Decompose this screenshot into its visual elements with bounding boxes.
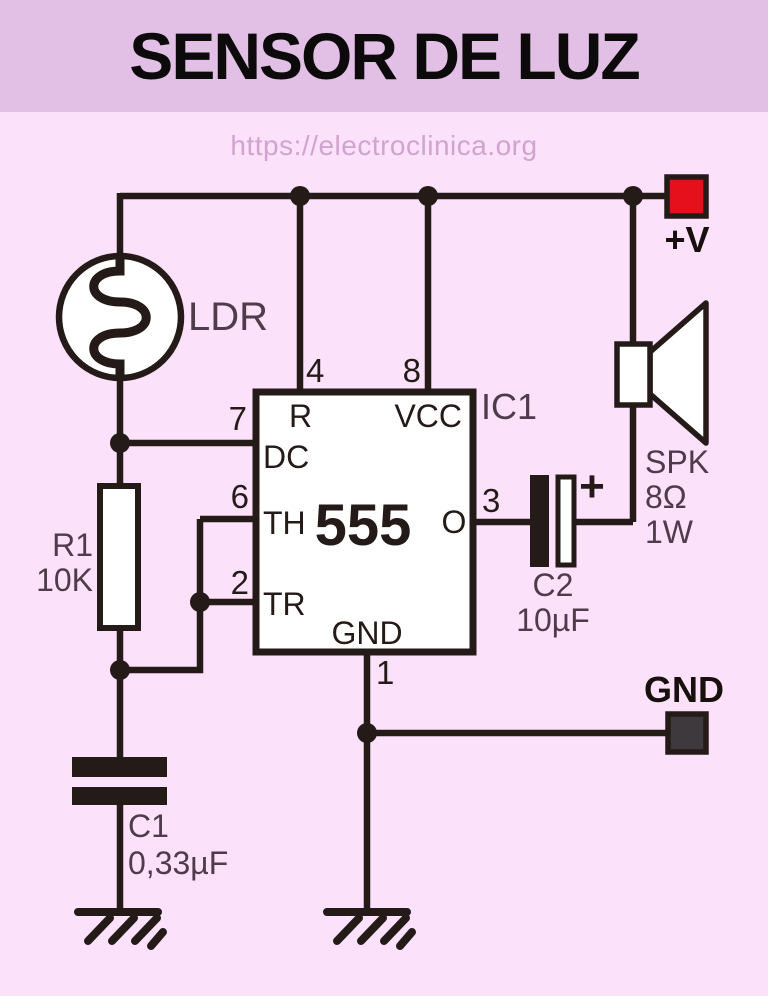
wire-c2-to-spk	[575, 403, 637, 526]
ldr-label: LDR	[188, 295, 268, 339]
pin-label-vcc: VCC	[394, 398, 462, 434]
pin8-number: 8	[403, 352, 421, 389]
ic-body	[252, 388, 477, 656]
junction-dot	[418, 186, 438, 206]
junction-dots	[110, 186, 643, 743]
pin2-number: 2	[231, 564, 249, 601]
pin-label-ground: GND	[331, 615, 402, 651]
ldr-squiggle	[89, 253, 151, 382]
resistor-r1: R1 10K	[36, 483, 141, 631]
terminal-gnd: GND	[644, 669, 724, 755]
c1-ref: C1	[128, 808, 169, 844]
watermark-url: https://electroclinica.org	[230, 130, 538, 161]
ground-symbol-middle	[323, 908, 416, 950]
pin6-number: 6	[231, 478, 249, 515]
terminal-vplus: +V	[664, 174, 710, 260]
pin-label-output: O	[442, 504, 467, 540]
ground-symbol-left	[74, 908, 167, 950]
junction-dot	[357, 723, 377, 743]
junction-dot	[110, 660, 130, 680]
c1-plate-bottom	[72, 787, 167, 805]
pin3-number: 3	[482, 482, 500, 519]
page-title: SENSOR DE LUZ	[129, 19, 640, 93]
c1-plate-top	[72, 757, 167, 777]
c1-value: 0,33µF	[128, 845, 228, 881]
spk-impedance: 8Ω	[645, 479, 687, 515]
capacitor-c2: + C2 10µF	[516, 462, 605, 638]
pin-label-trigger: TR	[263, 586, 306, 622]
pin-label-reset: R	[289, 398, 312, 434]
pin4-number: 4	[306, 352, 324, 389]
spk-ref: SPK	[645, 444, 709, 480]
r1-value: 10K	[36, 562, 93, 598]
junction-dot	[623, 186, 643, 206]
capacitor-c1: C1 0,33µF	[72, 757, 228, 881]
title-band: SENSOR DE LUZ	[0, 0, 768, 112]
c2-plus-sign: +	[579, 462, 605, 511]
ic-name: 555	[315, 493, 412, 558]
speaker-horn	[647, 300, 709, 446]
ic-ref: IC1	[481, 386, 537, 427]
vplus-label: +V	[664, 219, 709, 260]
ldr-symbol: LDR	[55, 252, 268, 382]
c2-plate-negative	[530, 475, 549, 567]
speaker-body	[614, 341, 653, 408]
resistor-body	[97, 483, 141, 631]
speaker-symbol: SPK 8Ω 1W	[614, 300, 709, 550]
spk-power: 1W	[645, 514, 694, 550]
c2-value: 10µF	[516, 602, 590, 638]
gnd-label: GND	[644, 669, 724, 710]
pin-label-discharge: DC	[263, 439, 309, 475]
junction-dot	[190, 592, 210, 612]
vplus-square	[664, 174, 709, 219]
junction-dot	[110, 433, 130, 453]
c2-plate-positive	[555, 474, 577, 568]
ic-555: 555 IC1 4 8 7 6 2 3 1 R VCC DC TH TR O G…	[229, 352, 537, 691]
pin1-number: 1	[376, 654, 394, 691]
gnd-square	[665, 711, 709, 755]
junction-dot	[290, 186, 310, 206]
c2-ref: C2	[533, 567, 574, 603]
pin-label-threshold: TH	[263, 505, 306, 541]
r1-ref: R1	[52, 527, 93, 563]
wires	[116, 192, 666, 912]
pin7-number: 7	[229, 400, 247, 437]
